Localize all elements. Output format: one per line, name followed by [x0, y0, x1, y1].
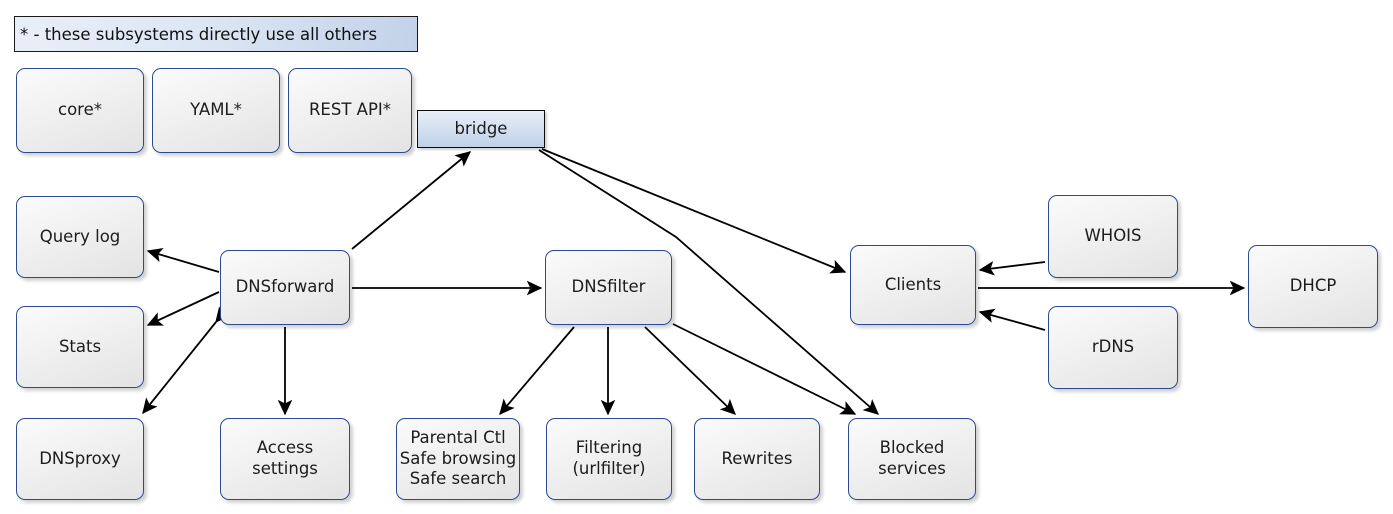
node-label-stats: Stats: [58, 336, 102, 356]
node-parental[interactable]: Parental Ctl Safe browsing Safe search: [396, 418, 520, 500]
node-label-dnsfilter: DNSfilter: [571, 277, 646, 297]
node-dnsfilter[interactable]: DNSfilter: [545, 250, 672, 325]
edge-dnsfilter-to-blocked: [672, 323, 857, 415]
edge-dnsforward-to-bridge: [351, 151, 472, 250]
node-label-restapi: REST API*: [308, 100, 392, 120]
node-label-core: core*: [58, 100, 102, 120]
node-blocked[interactable]: Blocked services: [848, 418, 976, 500]
node-label-filtering: Filtering (urlfilter): [572, 438, 646, 478]
node-label-dhcp: DHCP: [1289, 276, 1337, 296]
edge-dnsforward-to-dnsproxy: [142, 306, 231, 415]
node-restapi[interactable]: REST API*: [288, 68, 412, 153]
node-whois[interactable]: WHOIS: [1048, 195, 1178, 278]
edge-dnsforward-to-querylog: [146, 248, 220, 273]
edge-dnsfilter-to-parental: [499, 326, 575, 416]
legend-note-text: * - these subsystems directly use all ot…: [20, 24, 378, 44]
node-dnsforward[interactable]: DNSforward: [220, 250, 350, 325]
node-label-rewrites: Rewrites: [721, 448, 793, 468]
node-access[interactable]: Access settings: [220, 418, 350, 500]
node-label-bridge: bridge: [454, 118, 508, 138]
node-querylog[interactable]: Query log: [16, 196, 144, 278]
node-label-access: Access settings: [252, 438, 318, 478]
edge-whois-to-clients: [978, 261, 1046, 276]
node-label-querylog: Query log: [39, 226, 121, 246]
node-stats[interactable]: Stats: [16, 306, 144, 388]
node-rdns[interactable]: rDNS: [1048, 306, 1178, 389]
node-label-dnsforward: DNSforward: [235, 277, 335, 297]
node-yaml[interactable]: YAML*: [152, 68, 280, 153]
node-label-parental: Parental Ctl Safe browsing Safe search: [399, 428, 517, 489]
node-label-blocked: Blocked services: [878, 438, 946, 478]
node-rewrites[interactable]: Rewrites: [694, 418, 820, 500]
node-label-clients: Clients: [884, 274, 942, 294]
edge-dnsforward-to-stats: [146, 291, 220, 326]
node-label-whois: WHOIS: [1084, 226, 1142, 246]
node-label-dnsproxy: DNSproxy: [39, 448, 121, 468]
edge-dnsfilter-to-rewrites: [644, 326, 736, 415]
node-core[interactable]: core*: [16, 68, 144, 153]
node-label-yaml: YAML*: [190, 100, 242, 120]
legend-note: * - these subsystems directly use all ot…: [14, 16, 418, 52]
edge-rdns-to-clients: [978, 308, 1046, 331]
node-dhcp[interactable]: DHCP: [1248, 245, 1378, 328]
node-dnsproxy[interactable]: DNSproxy: [16, 418, 144, 500]
node-clients[interactable]: Clients: [850, 245, 976, 325]
node-label-rdns: rDNS: [1091, 337, 1135, 357]
node-filtering[interactable]: Filtering (urlfilter): [546, 418, 672, 500]
node-bridge[interactable]: bridge: [417, 110, 545, 148]
